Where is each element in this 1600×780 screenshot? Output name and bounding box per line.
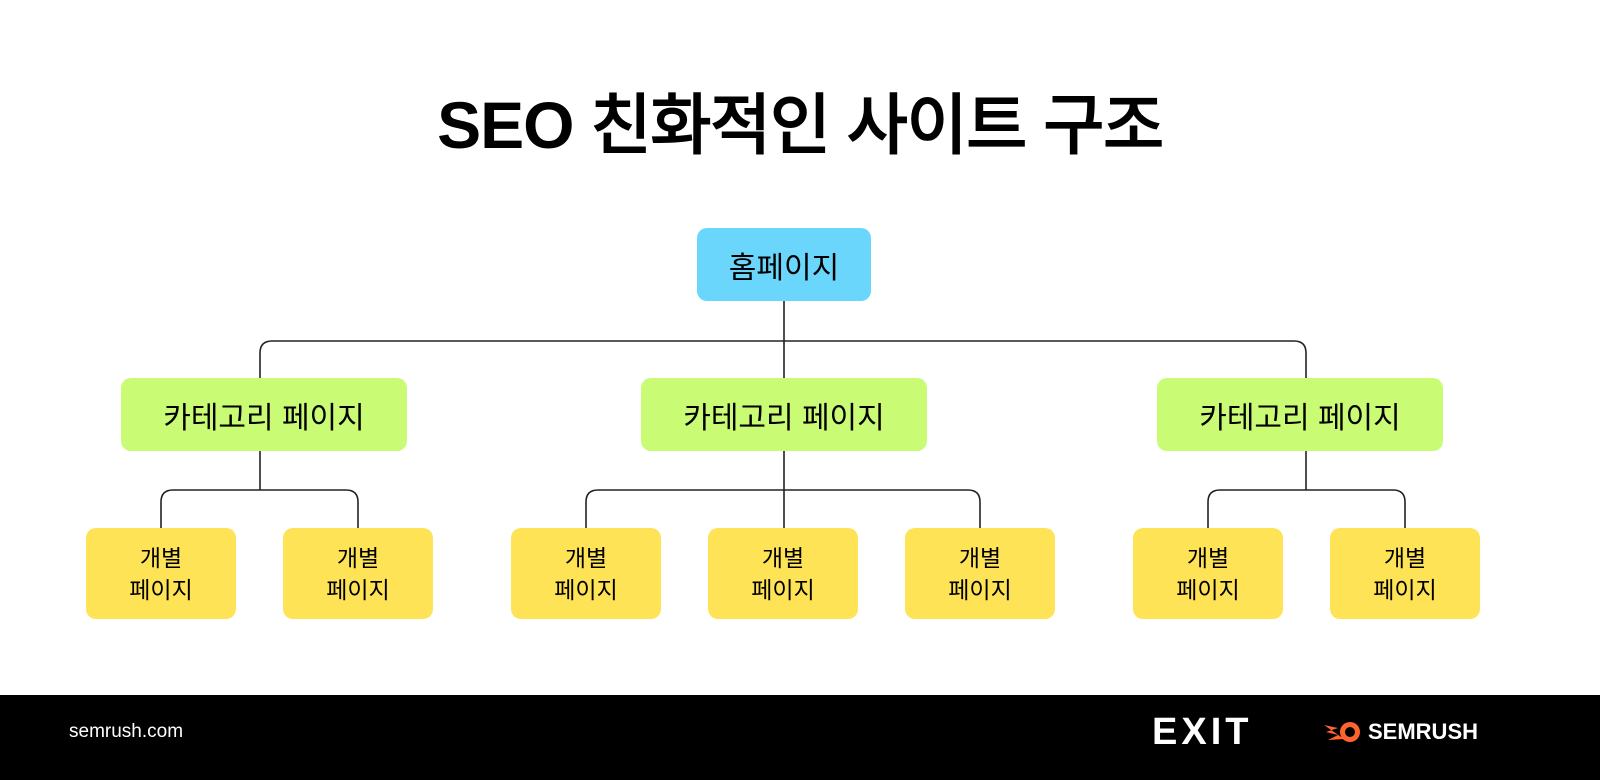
page-label: 개별 <box>564 544 608 571</box>
connector-lines <box>160 301 1406 528</box>
category-label: 카테고리 페이지 <box>1199 401 1401 435</box>
category-node: 카테고리 페이지 <box>641 378 927 451</box>
site-url: semrush.com <box>69 721 184 742</box>
semrush-wordmark: SEMRUSH <box>1368 719 1479 744</box>
page-label: 페이지 <box>1373 576 1437 603</box>
page-label: 페이지 <box>948 576 1012 603</box>
category-node: 카테고리 페이지 <box>1157 378 1443 451</box>
connector-cat3 <box>1207 451 1406 528</box>
semrush-fireball-icon <box>1324 722 1360 742</box>
page-label: 페이지 <box>751 576 815 603</box>
connector-cat2 <box>585 451 981 528</box>
page-label: 페이지 <box>1176 576 1240 603</box>
category-label: 카테고리 페이지 <box>163 401 365 435</box>
page-label: 개별 <box>139 544 183 571</box>
footer: semrush.com EXIT SEMRUSH <box>0 695 1600 780</box>
semrush-logo: SEMRUSH <box>1322 719 1478 745</box>
page-title: SEO 친화적인 사이트 구조 <box>437 88 1164 162</box>
exit-logo: EXIT <box>1152 711 1253 753</box>
page-label: 페이지 <box>129 576 193 603</box>
page-label: 개별 <box>1383 544 1427 571</box>
category-node: 카테고리 페이지 <box>121 378 407 451</box>
page-label: 개별 <box>1186 544 1230 571</box>
page-label: 개별 <box>958 544 1002 571</box>
page-label: 페이지 <box>554 576 618 603</box>
homepage-label: 홈페이지 <box>728 251 840 285</box>
connector-home-branch <box>259 340 1307 378</box>
page-label: 개별 <box>761 544 805 571</box>
page-label: 개별 <box>336 544 380 571</box>
page-label: 페이지 <box>326 576 390 603</box>
category-label: 카테고리 페이지 <box>683 401 885 435</box>
connector-cat1 <box>160 451 359 528</box>
homepage-node: 홈페이지 <box>697 228 871 301</box>
